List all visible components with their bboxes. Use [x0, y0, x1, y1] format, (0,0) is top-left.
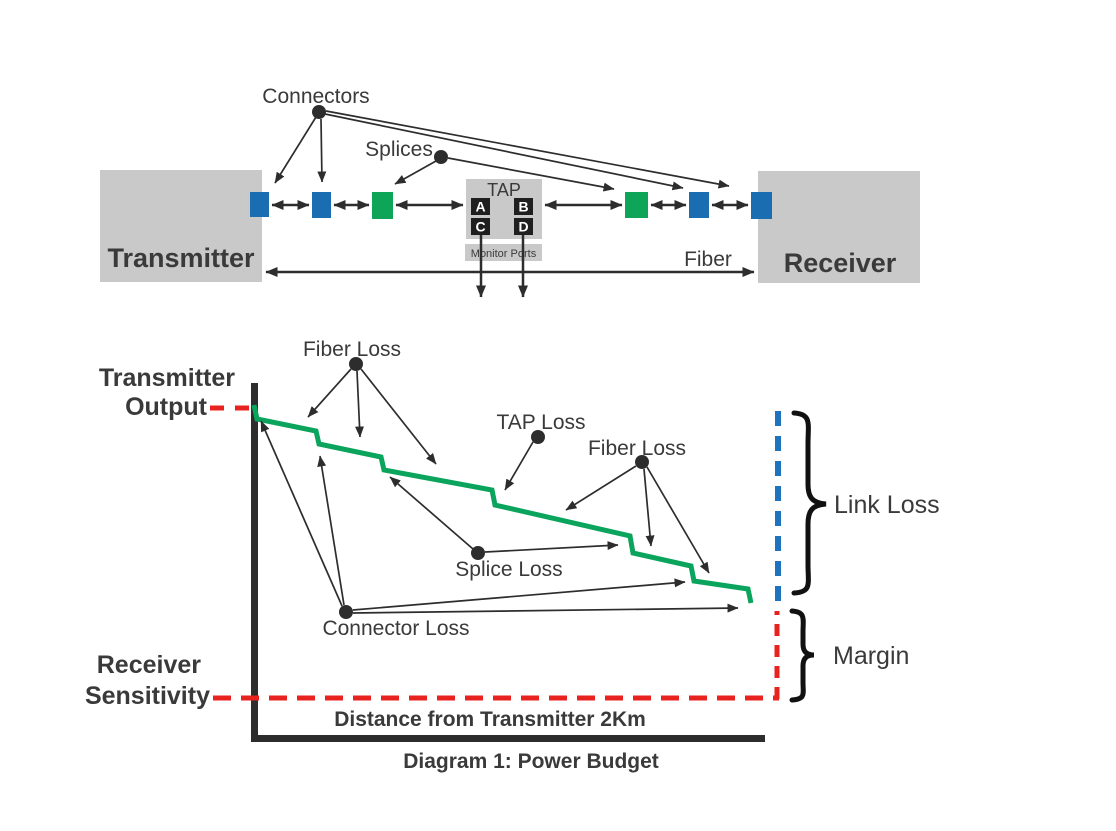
connectors-callout-dot	[312, 105, 326, 119]
fiber-loss-1-arrow-3	[360, 368, 437, 465]
connector-loss-arrow-2	[317, 455, 345, 606]
tap-loss-callout: TAP Loss	[496, 411, 586, 491]
power-level-curve	[251, 404, 754, 604]
x-axis	[251, 735, 765, 742]
splice-square-2	[625, 192, 648, 218]
splices-callout: Splices	[365, 138, 615, 192]
transmitter-box	[100, 170, 262, 282]
tap-port-b-label: B	[518, 199, 528, 215]
x-axis-label: Distance from Transmitter 2Km	[334, 708, 646, 731]
connectors-arrow-4	[325, 110, 730, 189]
connector-loss-arrow-1	[260, 420, 343, 607]
connectors-arrow-1	[274, 116, 317, 184]
fiber-loss-2-arrow-1	[565, 465, 637, 511]
splice-loss-callout: Splice Loss	[389, 476, 619, 581]
tap-port-c-label: C	[475, 219, 485, 235]
transmitter-label: Transmitter	[107, 243, 255, 273]
tap-port-c-square	[471, 218, 490, 235]
monitor-ports-label: Monitor Ports	[471, 248, 537, 260]
tap-title: TAP	[487, 180, 521, 200]
power-budget-graph: Transmitter Output Receiver Sensitivity …	[85, 338, 940, 773]
fiber-loss-1-dot	[349, 357, 363, 371]
connectors-callout: Connectors	[262, 85, 730, 191]
receiver-sensitivity-label-line1: Receiver	[97, 651, 202, 679]
splices-arrow-1	[394, 160, 437, 185]
connector-loss-arrow-4	[352, 603, 739, 614]
transmitter-output-label-line1: Transmitter	[99, 364, 235, 392]
splices-arrow-2	[447, 157, 615, 192]
connectors-label: Connectors	[262, 85, 369, 108]
splices-label: Splices	[365, 138, 433, 161]
connector-square-1	[250, 192, 269, 217]
fiber-loss-2-arrow-3	[646, 466, 710, 574]
tap-port-a-label: A	[475, 199, 485, 215]
connector-loss-label: Connector Loss	[322, 617, 469, 640]
tap-port-b-square	[514, 198, 533, 215]
fiber-loss-2-callout: Fiber Loss	[565, 437, 710, 574]
splice-loss-dot	[471, 546, 485, 560]
connector-loss-dot	[339, 605, 353, 619]
splice-loss-arrow-1	[389, 476, 474, 550]
connectors-arrow-3	[324, 113, 684, 191]
margin-label: Margin	[833, 642, 909, 670]
fiber-loss-1-callout: Fiber Loss	[303, 338, 437, 465]
fiber-loss-1-arrow-2	[355, 370, 365, 438]
connectors-arrow-2	[317, 118, 327, 183]
splice-loss-arrow-2	[484, 541, 619, 553]
fiber-loss-1-label: Fiber Loss	[303, 338, 401, 361]
splices-callout-dot	[434, 150, 448, 164]
connector-loss-callout: Connector Loss	[260, 420, 739, 640]
connector-square-3	[689, 192, 709, 218]
connector-square-4	[751, 192, 772, 219]
receiver-label: Receiver	[784, 248, 897, 278]
fiber-loss-2-dot	[635, 455, 649, 469]
tap-port-a-square	[471, 198, 490, 215]
diagram-caption: Diagram 1: Power Budget	[403, 750, 659, 773]
connector-square-2	[312, 192, 331, 218]
tap-block: TAP A B C D Monitor Ports	[465, 179, 542, 298]
tap-loss-arrow	[504, 441, 534, 491]
link-loss-label: Link Loss	[834, 491, 940, 519]
link-schematic: Transmitter Receiver TAP A B C D Monitor…	[100, 85, 920, 298]
fiber-label: Fiber	[684, 248, 732, 271]
fiber-loss-2-arrow-2	[643, 468, 655, 547]
link-loss-brace	[791, 410, 827, 596]
transmitter-output-label-line2: Output	[125, 393, 208, 421]
fiber-loss-2-label: Fiber Loss	[588, 437, 686, 460]
tap-loss-label: TAP Loss	[496, 411, 585, 434]
y-axis	[251, 383, 258, 742]
splice-square-1	[372, 192, 393, 219]
receiver-box	[758, 171, 920, 283]
tap-port-d-square	[514, 218, 533, 235]
tap-port-d-label: D	[518, 219, 528, 235]
splice-loss-label: Splice Loss	[455, 558, 562, 581]
receiver-sensitivity-label-line2: Sensitivity	[85, 682, 210, 710]
connector-loss-arrow-3	[352, 578, 686, 611]
fiber-loss-1-arrow-1	[307, 368, 352, 418]
tap-loss-dot	[531, 430, 545, 444]
margin-brace	[789, 608, 815, 703]
